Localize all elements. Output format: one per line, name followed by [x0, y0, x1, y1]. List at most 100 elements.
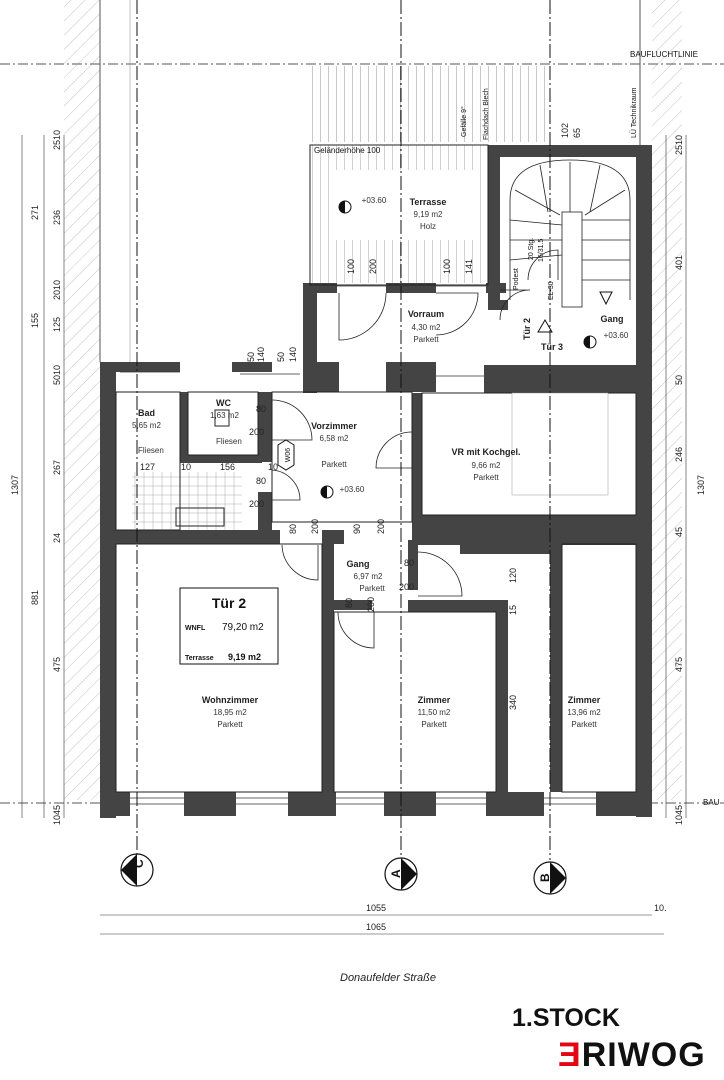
stair-podest: Podest [513, 268, 520, 290]
wnfl-value: 79,20 m2 [222, 622, 264, 633]
stair-up: EL-30 [548, 281, 555, 300]
room-floor-gang-mid: Parkett [359, 584, 385, 593]
room-name-vorzimmer: Vorzimmer [311, 421, 357, 431]
level-terrasse: +03.60 [362, 196, 387, 205]
room-name-gang-top: Gang [600, 314, 623, 324]
room-floor-vr: Parkett [473, 473, 499, 482]
door-dim-28: 65 [572, 128, 582, 138]
staircase [509, 159, 631, 308]
brand-logo: ƎRIWOG [558, 1036, 706, 1075]
door-dim-4: 80 [256, 404, 266, 414]
dim-right-0: 2510 [674, 135, 684, 155]
door-dim-14: 80 [344, 598, 354, 608]
door-dim-0: 100 [346, 259, 356, 274]
room-area-vorzimmer: 6,58 m2 [320, 434, 349, 443]
door-label-tuer3: Tür 3 [541, 342, 563, 352]
bau-label: BAU [703, 798, 720, 807]
dim-left-10: 475 [52, 657, 62, 672]
room-floor-vorraum: Parkett [413, 335, 439, 344]
door-dim-12: 80 [404, 558, 414, 568]
door-label-tuer2: Tür 2 [522, 318, 532, 340]
dim-right-6: 1045 [674, 805, 684, 825]
room-name-gang-mid: Gang [346, 559, 369, 569]
brand-accent: Ǝ [558, 1036, 582, 1074]
room-floor-terrasse: Holz [420, 222, 436, 231]
terrace-summary-value: 9,19 m2 [228, 652, 261, 662]
w06-label: W06 [285, 448, 292, 463]
door-dim-23: 50 [246, 352, 256, 362]
room-area-bad: 5,65 m2 [132, 421, 161, 430]
dim-left-12: 1307 [10, 475, 20, 495]
dim-left-5: 125 [52, 317, 62, 332]
axis-label-c: C [132, 859, 146, 868]
axis-marker-a: A [384, 857, 418, 891]
wnfl-label: WNFL [185, 625, 206, 632]
windows [120, 285, 596, 805]
door-dim-1: 200 [368, 259, 378, 274]
room-area-vr: 9,66 m2 [472, 461, 501, 470]
door-dim-18: 340 [508, 695, 518, 710]
room-area-wohnzimmer: 18,95 m2 [213, 708, 247, 717]
room-floor-zimmer-2: Parkett [571, 720, 597, 729]
door-dim-8: 80 [288, 524, 298, 534]
room-outlines [115, 144, 637, 793]
door-dim-5: 200 [249, 427, 264, 437]
axis-lines [136, 0, 551, 860]
axis-label-a: A [389, 869, 403, 878]
tech-note: LÜ Technikraum [630, 87, 638, 138]
flat-roof [310, 66, 550, 142]
dim-bottom-inner: 1055 [366, 903, 386, 913]
axis-marker-c: C [120, 853, 154, 887]
dim-bottom-outer: 1065 [366, 922, 386, 932]
door-dim-26: 140 [288, 347, 298, 362]
door-dim-2: 100 [442, 259, 452, 274]
door-dims: 100 200 100 141 80 200 80 200 80 200 90 … [140, 123, 582, 710]
door-swings [271, 249, 559, 649]
room-name-wc: WC [216, 398, 231, 408]
axis-marker-b: B [533, 861, 567, 895]
dim-right-5: 475 [674, 657, 684, 672]
door-dim-27: 102 [560, 123, 570, 138]
door-dim-25: 50 [276, 352, 286, 362]
room-name-vorraum: Vorraum [408, 309, 444, 319]
dims-bottom: 1055 1065 10. [366, 903, 667, 932]
room-area-vorraum: 4,30 m2 [412, 323, 441, 332]
railing-note: Geländerhöhe 100 [314, 146, 381, 155]
door-dim-22: 10 [268, 462, 278, 472]
floor-title: 1.STOCK [512, 1004, 620, 1032]
room-name-terrasse: Terrasse [410, 197, 447, 207]
roof-note: Flachdach Blech [483, 88, 490, 140]
bath-tiles [132, 472, 242, 530]
dim-left-6: 5010 [52, 365, 62, 385]
neighbour-hatch [0, 0, 724, 804]
door-dim-17: 15 [508, 605, 518, 615]
room-name-bad: Bad [138, 408, 155, 418]
street-name: Donaufelder Straße [340, 972, 436, 984]
door-dim-3: 141 [464, 259, 474, 274]
terrace-floor [312, 145, 488, 283]
room-floor-bad: Fliesen [138, 446, 164, 455]
door-dim-24: 140 [256, 347, 266, 362]
apartment-summary: Tür 2 WNFL 79,20 m2 Terrasse 9,19 m2 [179, 587, 279, 665]
terrace-summary-label: Terrasse [185, 655, 214, 662]
dim-right-4: 45 [674, 527, 684, 537]
door-dim-16: 120 [508, 568, 518, 583]
dimension-lines [21, 135, 687, 935]
door-dim-10: 90 [352, 524, 362, 534]
room-floor-wohnzimmer: Parkett [217, 720, 243, 729]
dim-left-8: 24 [52, 533, 62, 543]
dim-left-3: 2010 [52, 280, 62, 300]
door-dim-21: 156 [220, 462, 235, 472]
dims-left: 2510 271 236 2010 155 125 5010 267 24 88… [10, 130, 62, 825]
door-dim-7: 200 [249, 499, 264, 509]
dim-left-11: 1045 [52, 805, 62, 825]
door-dim-15: 200 [366, 597, 376, 612]
brand-rest: RIWOG [581, 1036, 706, 1074]
room-area-gang-mid: 6,97 m2 [354, 572, 383, 581]
room-area-wc: 1,63 m2 [210, 411, 239, 420]
dim-right-2: 50 [674, 375, 684, 385]
labels: BAUFLUCHTLINIE BAU Geländerhöhe 100 Gefä… [132, 50, 720, 807]
room-floor-wc: Fliesen [216, 437, 242, 446]
w06-tag: W06 [277, 439, 295, 471]
